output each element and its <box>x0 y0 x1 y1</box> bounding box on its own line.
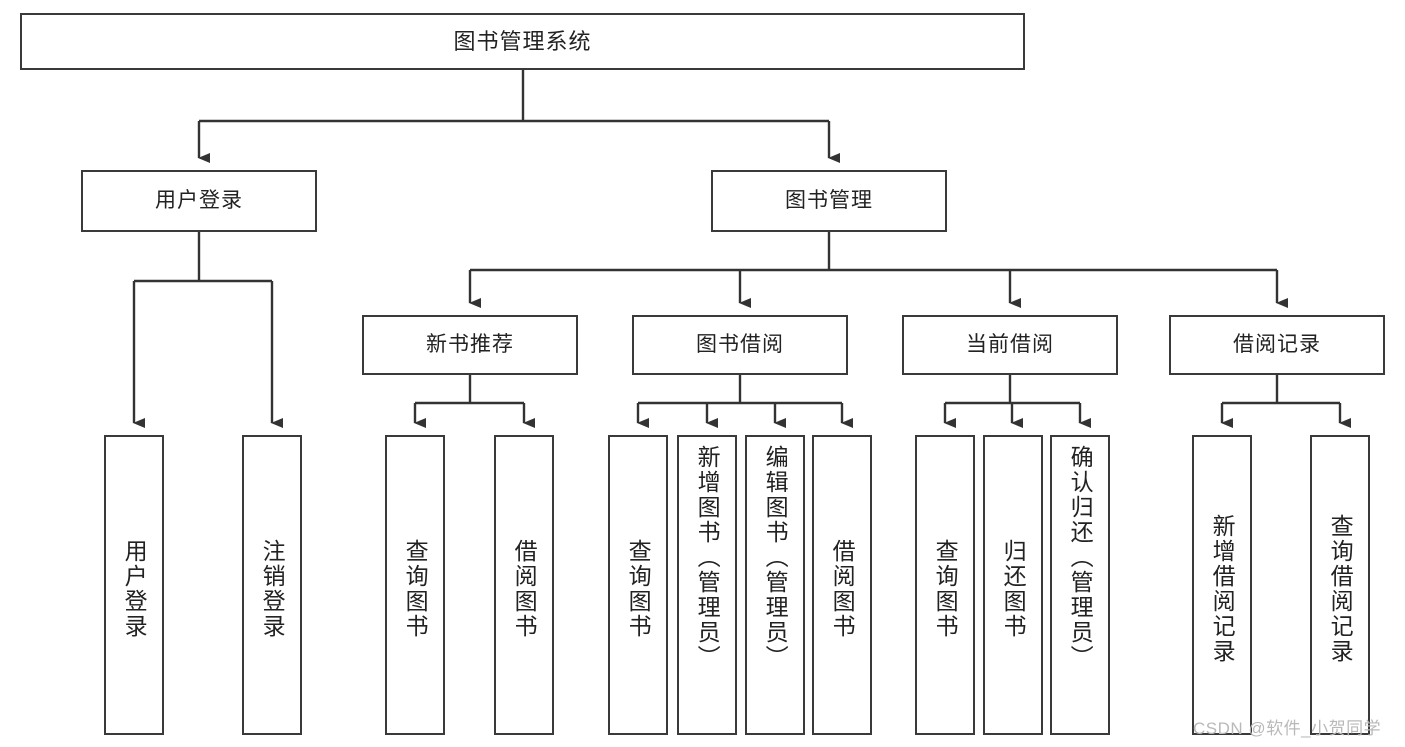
node-label: 查询图书 <box>932 539 959 639</box>
watermark: CSDN @软件_小贺同学 <box>1193 719 1382 738</box>
node-current-borrow[interactable]: 当前借阅 <box>902 315 1118 375</box>
node-label: 图书管理系统 <box>453 28 592 54</box>
node-book-management[interactable]: 图书管理 <box>711 170 947 232</box>
leaf-borrow-query-book[interactable]: 查询图书 <box>608 435 668 735</box>
node-label: 借阅图书 <box>829 539 856 639</box>
node-label: 确认归还（管理员） <box>1067 445 1094 670</box>
node-root-system[interactable]: 图书管理系统 <box>20 13 1025 70</box>
leaf-user-login-login[interactable]: 用户登录 <box>104 435 164 735</box>
leaf-borrow-borrow-book[interactable]: 借阅图书 <box>812 435 872 735</box>
node-label: 注销登录 <box>259 539 286 639</box>
node-label: 借阅图书 <box>511 539 538 639</box>
node-label: 归还图书 <box>1000 539 1027 639</box>
leaf-borrow-add-book-admin[interactable]: 新增图书（管理员） <box>677 435 737 735</box>
node-label: 新增借阅记录 <box>1209 514 1236 664</box>
node-borrow-record[interactable]: 借阅记录 <box>1169 315 1385 375</box>
node-label: 用户登录 <box>121 539 148 639</box>
node-new-book-recommend[interactable]: 新书推荐 <box>362 315 578 375</box>
node-label: 当前借阅 <box>966 332 1054 356</box>
leaf-current-return-book[interactable]: 归还图书 <box>983 435 1043 735</box>
leaf-user-login-logout[interactable]: 注销登录 <box>242 435 302 735</box>
node-label: 新增图书（管理员） <box>694 445 721 670</box>
node-label: 查询借阅记录 <box>1327 514 1354 664</box>
leaf-current-query-book[interactable]: 查询图书 <box>915 435 975 735</box>
leaf-current-confirm-return-admin[interactable]: 确认归还（管理员） <box>1050 435 1110 735</box>
node-label: 图书借阅 <box>696 332 784 356</box>
node-label: 编辑图书（管理员） <box>762 445 789 670</box>
leaf-recommend-query-book[interactable]: 查询图书 <box>385 435 445 735</box>
node-label: 查询图书 <box>402 539 429 639</box>
node-label: 图书管理 <box>785 188 873 212</box>
leaf-recommend-borrow-book[interactable]: 借阅图书 <box>494 435 554 735</box>
node-label: 借阅记录 <box>1233 332 1321 356</box>
leaf-borrow-edit-book-admin[interactable]: 编辑图书（管理员） <box>745 435 805 735</box>
node-user-login[interactable]: 用户登录 <box>81 170 317 232</box>
node-book-borrow[interactable]: 图书借阅 <box>632 315 848 375</box>
node-label: 查询图书 <box>625 539 652 639</box>
node-label: 新书推荐 <box>426 332 514 356</box>
node-label: 用户登录 <box>155 188 243 212</box>
leaf-record-query-record[interactable]: 查询借阅记录 <box>1310 435 1370 735</box>
leaf-record-add-record[interactable]: 新增借阅记录 <box>1192 435 1252 735</box>
